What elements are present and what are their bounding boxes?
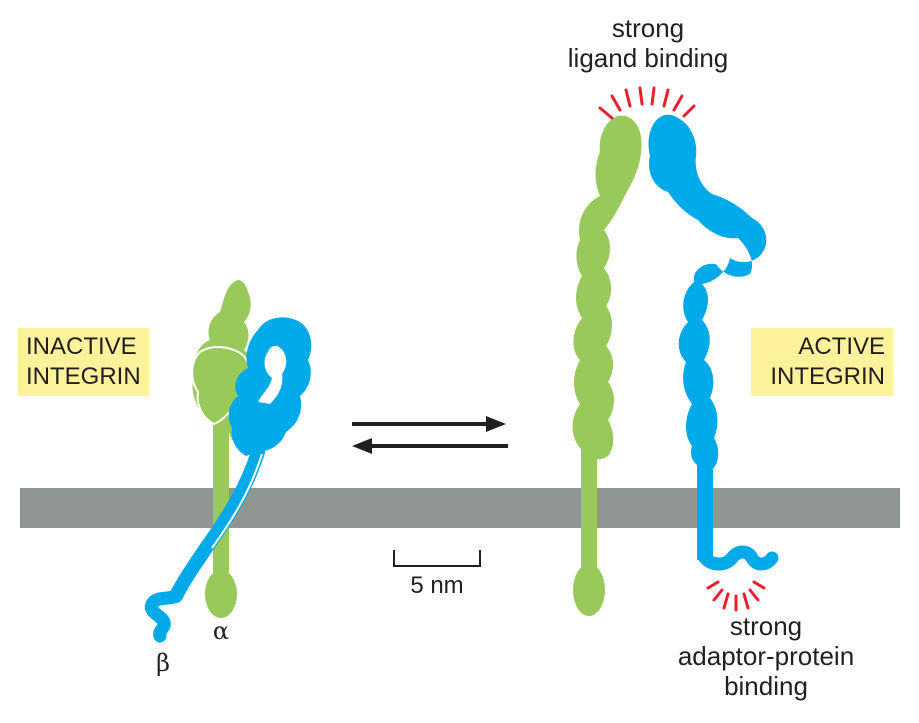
active-label-line1: ACTIVE — [798, 333, 885, 360]
active-alpha-tail — [573, 564, 605, 616]
beta-label: β — [156, 649, 170, 677]
inactive-alpha-stalk — [213, 400, 229, 590]
active-integrin-label: ACTIVE INTEGRIN — [751, 328, 893, 396]
adaptor-binding-annotation: strong adaptor-protein binding — [676, 611, 856, 702]
inactive-beta-tail — [144, 589, 183, 643]
adaptor-line1: strong — [729, 611, 803, 641]
active-beta-stalk — [697, 460, 713, 560]
inactive-alpha-tail — [205, 570, 237, 618]
active-beta-subunit — [648, 114, 767, 471]
ligand-binding-marks — [598, 86, 696, 120]
inactive-beta-head — [228, 317, 312, 456]
equilibrium-arrows — [352, 416, 508, 454]
active-alpha-stalk — [581, 448, 597, 578]
cell-membrane — [20, 488, 900, 528]
active-integrin — [572, 114, 779, 616]
adaptor-binding-marks — [706, 580, 766, 612]
ligand-line1: strong — [611, 13, 685, 43]
inactive-label-line1: INACTIVE — [26, 333, 137, 360]
inactive-beta-leg-edge — [211, 453, 263, 549]
inactive-beta-leg — [169, 445, 265, 603]
alpha-label: α — [212, 617, 230, 645]
active-beta-tail — [698, 545, 779, 571]
active-label-line2: INTEGRIN — [770, 363, 885, 390]
scale-bar — [393, 550, 481, 567]
active-alpha-subunit — [572, 115, 642, 460]
adaptor-line3: binding — [724, 670, 808, 701]
ligand-binding-annotation: strong ligand binding — [548, 13, 748, 74]
inactive-integrin — [144, 280, 312, 643]
ligand-line2: ligand binding — [567, 42, 729, 73]
scale-bar-label: 5 nm — [410, 572, 464, 599]
inactive-label-line2: INTEGRIN — [26, 363, 141, 390]
inactive-integrin-label: INACTIVE INTEGRIN — [18, 328, 149, 396]
adaptor-line2: adaptor-protein — [677, 640, 855, 671]
